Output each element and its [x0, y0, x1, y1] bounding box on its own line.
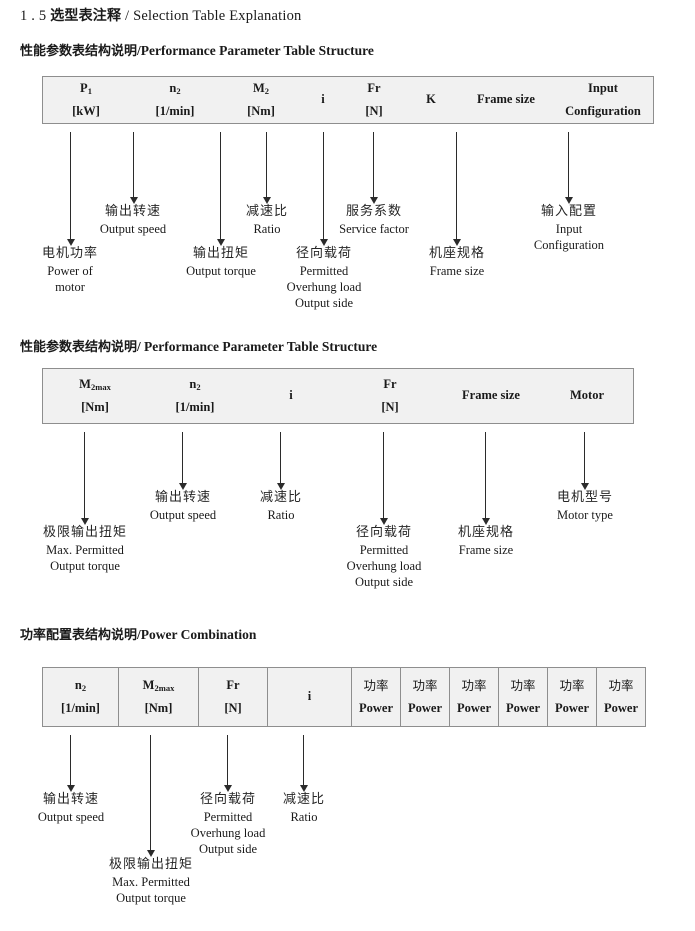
annotation-input-configuration: 输入配置 Input Configuration [533, 204, 605, 252]
table1-col-m2: M2 [Nm] [247, 80, 275, 118]
table2-col-motor: Motor [569, 388, 604, 403]
annotation-frame-size-2: 机座规格 Frame size [457, 525, 515, 557]
annotation-motor-type: 电机型号 Motor type [556, 490, 614, 522]
annotation-output-speed: 输出转速 Output speed [99, 204, 167, 236]
arrow-to-max-permitted-output-torque [80, 432, 89, 525]
page-title-number: 1 . 5 [20, 8, 47, 24]
arrow-to-max-permitted-output-torque-3 [146, 735, 155, 857]
annotation-permitted-overhung-load: 径向载荷 Permitted Overhung load Output side [286, 246, 362, 310]
arrow-to-service-factor [369, 132, 378, 204]
arrow-to-ratio-2 [276, 432, 285, 490]
annotation-permitted-overhung-load-3: 径向载荷 Permitted Overhung load Output side [190, 792, 266, 856]
section-1-heading: 性能参数表结构说明/Performance Parameter Table St… [20, 40, 374, 59]
table1-col-frame-size: Frame size [477, 92, 535, 107]
page-title-en: Selection Table Explanation [133, 8, 302, 24]
arrow-to-frame-size-2 [481, 432, 490, 525]
table2-col-m2max: M2max [Nm] [79, 376, 111, 414]
section-2-heading-sep: / [137, 339, 141, 354]
table1-col-fr: Fr [N] [365, 80, 383, 118]
performance-parameter-table-2: M2max [Nm] n2 [1/min] i Fr [N] Frame siz… [42, 368, 634, 424]
annotation-ratio-2: 减速比 Ratio [259, 490, 303, 522]
annotation-output-speed-3: 输出转速 Output speed [37, 792, 105, 824]
performance-parameter-table-1: P1 [kW] n2 [1/min] M2 [Nm] i Fr [N] K Fr… [42, 76, 654, 124]
table3-col-m2max: M2max [Nm] [118, 668, 198, 726]
arrow-to-input-configuration [564, 132, 573, 204]
table1-col-p1: P1 [kW] [72, 80, 100, 118]
section-2-heading: 性能参数表结构说明/ Performance Parameter Table S… [20, 336, 377, 355]
arrow-to-power-of-motor [66, 132, 75, 246]
arrow-to-output-speed-2 [178, 432, 187, 490]
arrow-to-output-speed [129, 132, 138, 204]
arrow-to-output-speed-3 [66, 735, 75, 792]
table3-col-power-6: 功率 Power [596, 668, 645, 726]
page-title: 1 . 5 选型表注释 / Selection Table Explanatio… [20, 5, 302, 25]
annotation-permitted-overhung-load-2: 径向载荷 Permitted Overhung load Output side [346, 525, 422, 589]
table3-col-power-2: 功率 Power [400, 668, 449, 726]
annotation-service-factor: 服务系数 Service factor [339, 204, 409, 236]
page-title-separator: / [125, 8, 130, 24]
table1-col-i: i [321, 92, 325, 107]
table3-col-power-5: 功率 Power [547, 668, 596, 726]
annotation-ratio: 减速比 Ratio [245, 204, 289, 236]
table1-col-n2: n2 [1/min] [155, 80, 195, 118]
section-2-heading-en: Performance Parameter Table Structure [144, 339, 378, 354]
table3-col-i: i [267, 668, 351, 726]
annotation-max-permitted-output-torque-3: 极限输出扭矩 Max. Permitted Output torque [108, 857, 194, 905]
table2-col-i: i [289, 388, 293, 403]
annotation-frame-size: 机座规格 Frame size [428, 246, 486, 278]
arrow-to-ratio [262, 132, 271, 204]
table1-col-input-configuration: Input Configuration [565, 80, 641, 118]
table2-col-frame-size: Frame size [462, 388, 520, 403]
power-combination-table: n2 [1/min] M2max [Nm] Fr [N] i 功率 Power … [42, 667, 646, 727]
table3-col-power-1: 功率 Power [351, 668, 400, 726]
arrow-to-permitted-overhung-load-2 [379, 432, 388, 525]
table3-col-fr: Fr [N] [198, 668, 267, 726]
arrow-to-permitted-overhung-load-3 [223, 735, 232, 792]
page-title-cn: 选型表注释 [50, 8, 122, 24]
section-1-heading-sep: / [137, 43, 141, 58]
table3-col-power-3: 功率 Power [449, 668, 498, 726]
arrow-to-permitted-overhung-load [319, 132, 328, 246]
annotation-output-speed-2: 输出转速 Output speed [149, 490, 217, 522]
arrow-to-ratio-3 [299, 735, 308, 792]
annotation-power-of-motor: 电机功率 Power of motor [41, 246, 99, 294]
section-1-heading-cn: 性能参数表结构说明 [20, 44, 138, 59]
table1-col-k: K [426, 92, 436, 107]
section-1-heading-en: Performance Parameter Table Structure [140, 43, 374, 58]
annotation-ratio-3: 减速比 Ratio [282, 792, 326, 824]
table2-col-fr: Fr [N] [381, 376, 399, 414]
section-3-heading-en: Power Combination [140, 627, 257, 642]
table3-col-power-4: 功率 Power [498, 668, 547, 726]
arrow-to-output-torque [216, 132, 225, 246]
table3-col-n2: n2 [1/min] [61, 677, 100, 715]
annotation-max-permitted-output-torque: 极限输出扭矩 Max. Permitted Output torque [42, 525, 128, 573]
table2-col-n2: n2 [1/min] [175, 376, 215, 414]
annotation-output-torque: 输出扭矩 Output torque [186, 246, 256, 278]
section-2-heading-cn: 性能参数表结构说明 [20, 340, 138, 355]
section-3-heading-sep: / [137, 627, 141, 642]
section-3-heading-cn: 功率配置表结构说明 [20, 628, 138, 643]
arrow-to-frame-size [452, 132, 461, 246]
section-3-heading: 功率配置表结构说明/Power Combination [20, 624, 256, 643]
arrow-to-motor-type [580, 432, 589, 490]
